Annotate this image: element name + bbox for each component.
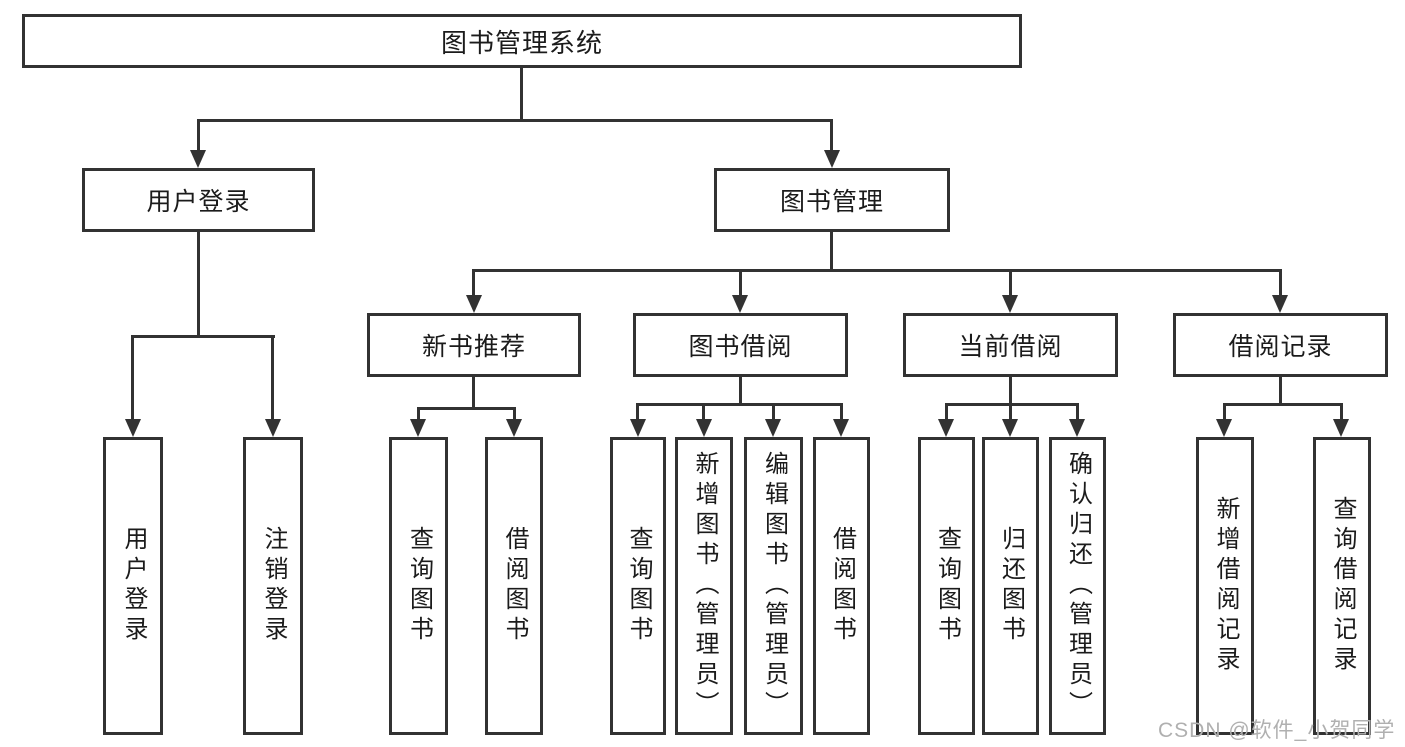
connector-line: [945, 403, 948, 419]
connector-line: [472, 269, 475, 295]
node-label: 借阅记录: [1228, 333, 1333, 361]
connector-line: [131, 335, 134, 419]
arrow-down-icon: [265, 419, 281, 437]
connector-line: [1009, 377, 1012, 406]
node-label: 当前借阅: [958, 333, 1063, 361]
arrow-down-icon: [1272, 295, 1288, 313]
arrow-down-icon: [1002, 295, 1018, 313]
connector-line: [1223, 403, 1226, 419]
connector-line: [830, 232, 833, 270]
connector-line: [702, 403, 705, 419]
leaf-label: 查询图书: [933, 526, 961, 646]
arrow-down-icon: [696, 419, 712, 437]
node-label: 图书管理系统: [440, 27, 603, 58]
arrow-down-icon: [1069, 419, 1085, 437]
connector-line: [131, 335, 275, 338]
connector-line: [1340, 403, 1343, 419]
node-label: 图书借阅: [688, 333, 793, 361]
leaf-label: 新增借阅记录: [1212, 496, 1239, 676]
leaf-label: 归还图书: [997, 526, 1025, 646]
node-label: 用户登录: [146, 188, 251, 216]
connector-line: [197, 232, 200, 336]
node-current-borrowing: 当前借阅: [903, 313, 1118, 377]
leaf-return-books: 归还图书: [982, 437, 1039, 735]
leaf-query-borrow-record: 查询借阅记录: [1313, 437, 1371, 735]
arrow-down-icon: [506, 419, 522, 437]
arrow-down-icon: [466, 295, 482, 313]
arrow-down-icon: [824, 150, 840, 168]
connector-line: [513, 407, 516, 419]
connector-line: [1223, 403, 1343, 406]
leaf-query-books-current: 查询图书: [918, 437, 975, 735]
leaf-borrow-books-borrowing: 借阅图书: [813, 437, 870, 735]
arrow-down-icon: [1333, 419, 1349, 437]
arrow-down-icon: [1216, 419, 1232, 437]
leaf-label: 确认归还（管理员）: [1064, 451, 1092, 721]
connector-line: [271, 335, 274, 419]
node-label: 新书推荐: [421, 333, 526, 361]
connector-line: [636, 403, 843, 406]
connector-line: [1279, 377, 1282, 406]
connector-line: [840, 403, 843, 419]
csdn-watermark: CSDN @软件_小贺同学: [1158, 719, 1396, 742]
connector-line: [417, 407, 516, 410]
arrow-down-icon: [938, 419, 954, 437]
leaf-label: 借阅图书: [501, 526, 528, 646]
connector-line: [1076, 403, 1079, 419]
leaf-logout: 注销登录: [243, 437, 303, 735]
leaf-label: 借阅图书: [828, 526, 856, 646]
leaf-add-books-admin: 新增图书（管理员）: [675, 437, 733, 735]
leaf-query-books-borrowing: 查询图书: [610, 437, 666, 735]
leaf-edit-books-admin: 编辑图书（管理员）: [744, 437, 803, 735]
node-book-management: 图书管理: [714, 168, 950, 232]
leaf-label: 查询图书: [625, 526, 652, 646]
arrow-down-icon: [190, 150, 206, 168]
connector-line: [636, 403, 639, 419]
connector-line: [739, 269, 742, 295]
leaf-label: 新增图书（管理员）: [691, 451, 718, 721]
arrow-down-icon: [1002, 419, 1018, 437]
connector-line: [1279, 269, 1282, 295]
arrow-down-icon: [732, 295, 748, 313]
leaf-confirm-return-admin: 确认归还（管理员）: [1049, 437, 1106, 735]
connector-line: [945, 403, 1079, 406]
node-label: 图书管理: [779, 188, 884, 216]
leaf-add-borrow-record: 新增借阅记录: [1196, 437, 1254, 735]
leaf-query-books-recommend: 查询图书: [389, 437, 448, 735]
connector-line: [739, 377, 742, 406]
leaf-label: 查询图书: [405, 526, 433, 646]
node-system-root: 图书管理系统: [22, 14, 1022, 68]
leaf-label: 查询借阅记录: [1329, 496, 1356, 676]
leaf-label: 用户登录: [120, 526, 147, 646]
connector-line: [830, 119, 833, 150]
node-book-borrowing: 图书借阅: [633, 313, 848, 377]
connector-line: [197, 119, 833, 122]
connector-line: [417, 407, 420, 419]
connector-line: [1009, 269, 1012, 295]
arrow-down-icon: [410, 419, 426, 437]
arrow-down-icon: [630, 419, 646, 437]
connector-line: [197, 119, 200, 150]
connector-line: [1009, 403, 1012, 419]
arrow-down-icon: [765, 419, 781, 437]
connector-line: [520, 68, 523, 120]
node-user-login: 用户登录: [82, 168, 315, 232]
leaf-user-login: 用户登录: [103, 437, 163, 735]
connector-line: [772, 403, 775, 419]
node-borrowing-records: 借阅记录: [1173, 313, 1388, 377]
leaf-borrow-books-recommend: 借阅图书: [485, 437, 543, 735]
leaf-label: 编辑图书（管理员）: [760, 451, 788, 721]
connector-line: [472, 269, 1282, 272]
node-new-book-recommend: 新书推荐: [367, 313, 581, 377]
arrow-down-icon: [833, 419, 849, 437]
connector-line: [472, 377, 475, 410]
leaf-label: 注销登录: [260, 526, 287, 646]
arrow-down-icon: [125, 419, 141, 437]
